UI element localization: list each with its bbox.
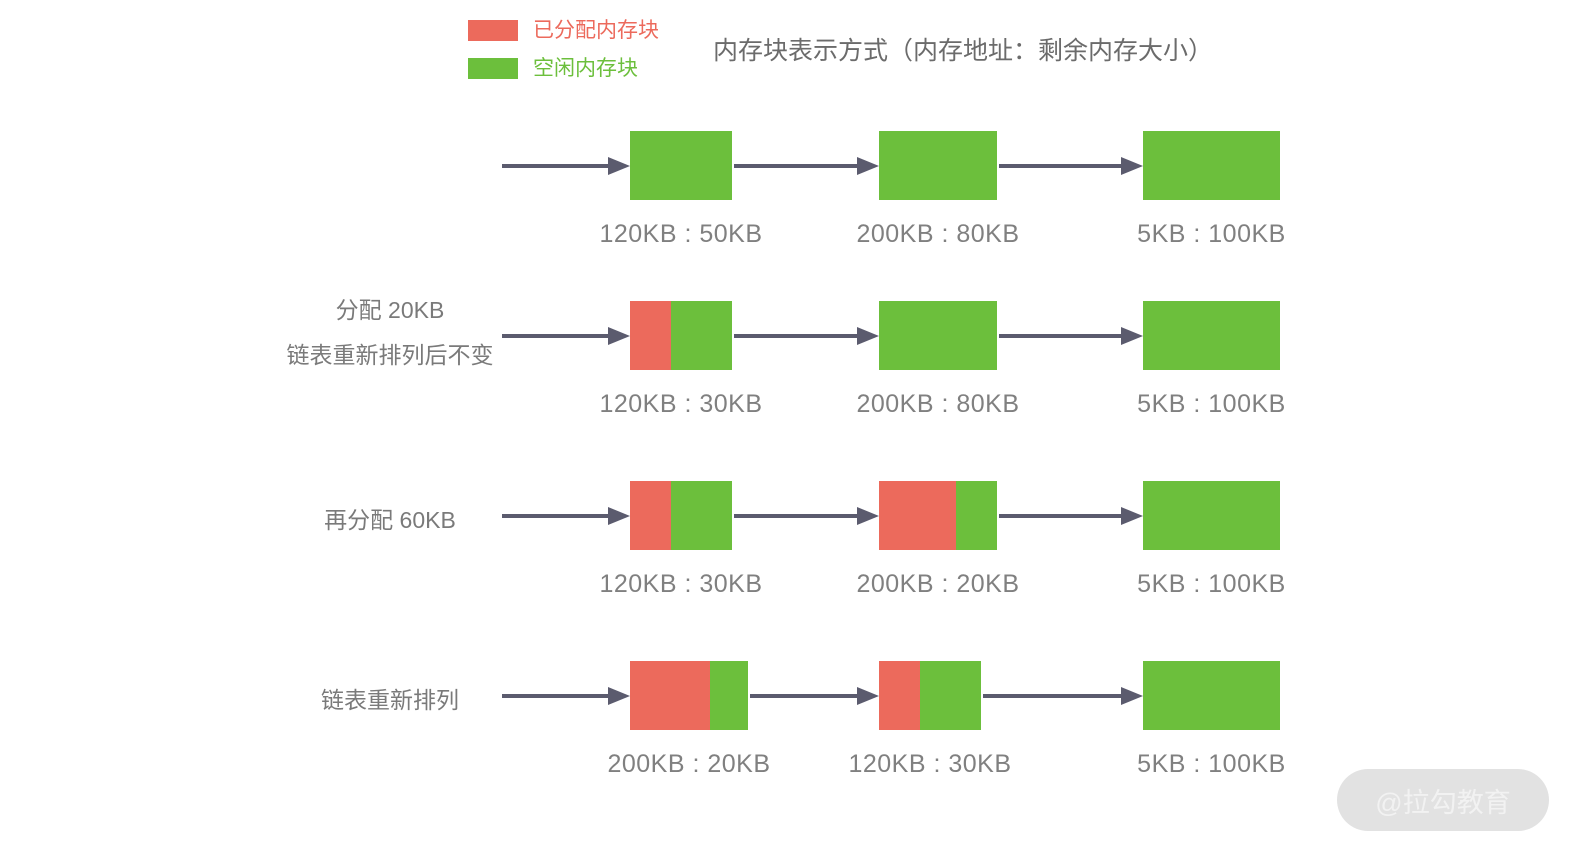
memory-block-label: 200KB : 20KB: [856, 570, 1020, 598]
memory-block-label: 200KB : 20KB: [607, 750, 771, 778]
watermark: @拉勾教育: [1337, 769, 1549, 831]
free-segment: [1143, 301, 1280, 370]
diagram-row: 再分配 60KB 120KB : 30KB 200KB : 20KB 5KB : 10…: [0, 0, 1570, 598]
memory-block: [1143, 131, 1280, 200]
arrow-shaft: [734, 163, 857, 168]
memory-block-label: 120KB : 30KB: [599, 390, 763, 418]
free-segment: [919, 661, 981, 730]
arrow-head-icon: [608, 156, 630, 175]
link-arrow: [734, 326, 879, 345]
legend-label-allocated: 已分配内存块: [533, 18, 659, 42]
link-arrow: [734, 506, 879, 525]
arrow-shaft: [502, 163, 608, 168]
diagram-row: 分配 20KB 链表重新排列后不变 120KB : 30KB 200KB : 80KB…: [0, 0, 1570, 419]
memory-block-label: 5KB : 100KB: [1137, 750, 1286, 778]
red-swatch-icon: [468, 19, 518, 41]
diagram-row: 120KB : 50KB 200KB : 80KB 5KB : 100KB: [0, 0, 1570, 248]
link-arrow: [999, 156, 1143, 175]
allocated-segment: [879, 481, 956, 550]
free-segment: [1143, 481, 1280, 550]
free-segment: [1143, 131, 1280, 200]
legend-item-free: 空闲内存块: [468, 52, 728, 84]
link-arrow: [502, 326, 630, 345]
legend: 已分配内存块 空闲内存块: [468, 14, 728, 90]
arrow-shaft: [983, 693, 1121, 698]
arrow-shaft: [502, 693, 608, 698]
memory-block: [1143, 481, 1280, 550]
watermark-text: @拉勾教育: [1375, 787, 1511, 818]
memory-block: [879, 131, 997, 200]
memory-block-label: 200KB : 80KB: [856, 220, 1020, 248]
memory-block: [879, 481, 997, 550]
free-segment: [955, 481, 997, 550]
arrow-head-icon: [608, 326, 630, 345]
link-arrow: [983, 686, 1143, 705]
link-arrow: [502, 156, 630, 175]
arrow-head-icon: [857, 686, 879, 705]
arrow-head-icon: [857, 326, 879, 345]
diagram-row: 链表重新排列 200KB : 20KB 120KB : 30KB 5KB : 100K…: [0, 0, 1570, 778]
arrow-shaft: [999, 513, 1121, 518]
arrow-head-icon: [608, 506, 630, 525]
link-arrow: [734, 156, 879, 175]
row-caption-line: 再分配 60KB: [324, 506, 456, 533]
link-arrow: [999, 326, 1143, 345]
arrow-head-icon: [857, 506, 879, 525]
arrow-head-icon: [1121, 506, 1143, 525]
memory-block-label: 5KB : 100KB: [1137, 570, 1286, 598]
memory-block-label: 5KB : 100KB: [1137, 390, 1286, 418]
free-segment: [879, 131, 997, 200]
arrow-shaft: [999, 333, 1121, 338]
arrow-shaft: [750, 693, 857, 698]
memory-block: [630, 481, 732, 550]
arrow-shaft: [502, 333, 608, 338]
allocated-segment: [630, 481, 671, 550]
allocated-segment: [630, 301, 671, 370]
arrow-shaft: [734, 513, 857, 518]
memory-block-label: 120KB : 50KB: [599, 220, 763, 248]
memory-block: [879, 301, 997, 370]
row-caption-line: 链表重新排列后不变: [286, 341, 494, 368]
row-caption-line: 链表重新排列: [321, 686, 459, 713]
free-segment: [1143, 661, 1280, 730]
legend-item-allocated: 已分配内存块: [468, 14, 728, 46]
free-segment: [710, 661, 748, 730]
link-arrow: [999, 506, 1143, 525]
link-arrow: [502, 686, 630, 705]
allocated-segment: [630, 661, 711, 730]
arrow-shaft: [999, 163, 1121, 168]
memory-block-label: 120KB : 30KB: [848, 750, 1012, 778]
memory-block-label: 120KB : 30KB: [599, 570, 763, 598]
link-arrow: [750, 686, 879, 705]
memory-block-label: 200KB : 80KB: [856, 390, 1020, 418]
row-caption-line: 分配 20KB: [335, 296, 445, 323]
memory-block: [630, 661, 748, 730]
diagram-title: 内存块表示方式（内存地址：剩余内存大小）: [713, 37, 1214, 65]
arrow-shaft: [502, 513, 608, 518]
arrow-shaft: [734, 333, 857, 338]
legend-label-free: 空闲内存块: [533, 56, 638, 80]
free-segment: [670, 481, 732, 550]
memory-block: [630, 301, 732, 370]
memory-block: [630, 131, 732, 200]
arrow-head-icon: [1121, 156, 1143, 175]
arrow-head-icon: [1121, 686, 1143, 705]
memory-block-label: 5KB : 100KB: [1137, 220, 1286, 248]
memory-block: [1143, 661, 1280, 730]
allocated-segment: [879, 661, 920, 730]
arrow-head-icon: [608, 686, 630, 705]
arrow-head-icon: [857, 156, 879, 175]
memory-block: [879, 661, 981, 730]
free-segment: [630, 131, 732, 200]
link-arrow: [502, 506, 630, 525]
memory-block: [1143, 301, 1280, 370]
arrow-head-icon: [1121, 326, 1143, 345]
green-swatch-icon: [468, 57, 518, 79]
free-segment: [879, 301, 997, 370]
free-segment: [670, 301, 732, 370]
